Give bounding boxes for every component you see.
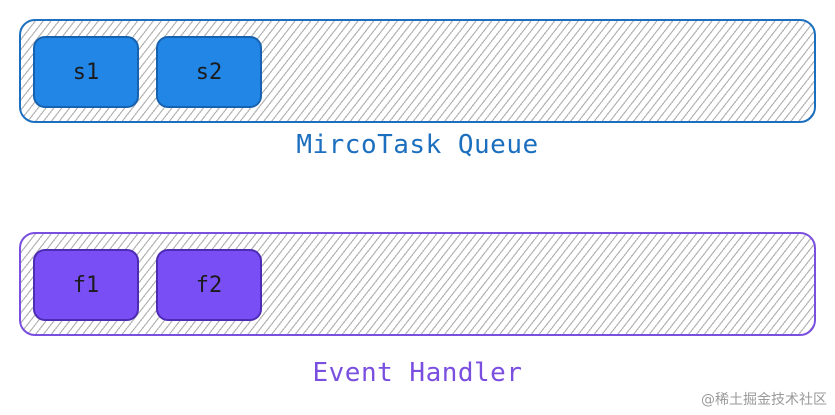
event-item-f2: f2 xyxy=(156,249,262,321)
event-handler-label: Event Handler xyxy=(312,358,523,388)
watermark: @稀土掘金技术社区 xyxy=(701,392,827,408)
event-handler-queue: f1 f2 xyxy=(19,232,816,336)
event-item-f1: f1 xyxy=(33,249,139,321)
microtask-item-s1: s1 xyxy=(33,36,139,108)
microtask-item-s2: s2 xyxy=(156,36,262,108)
microtask-queue-label: MircoTask Queue xyxy=(296,130,539,160)
microtask-queue: s1 s2 xyxy=(19,19,816,123)
